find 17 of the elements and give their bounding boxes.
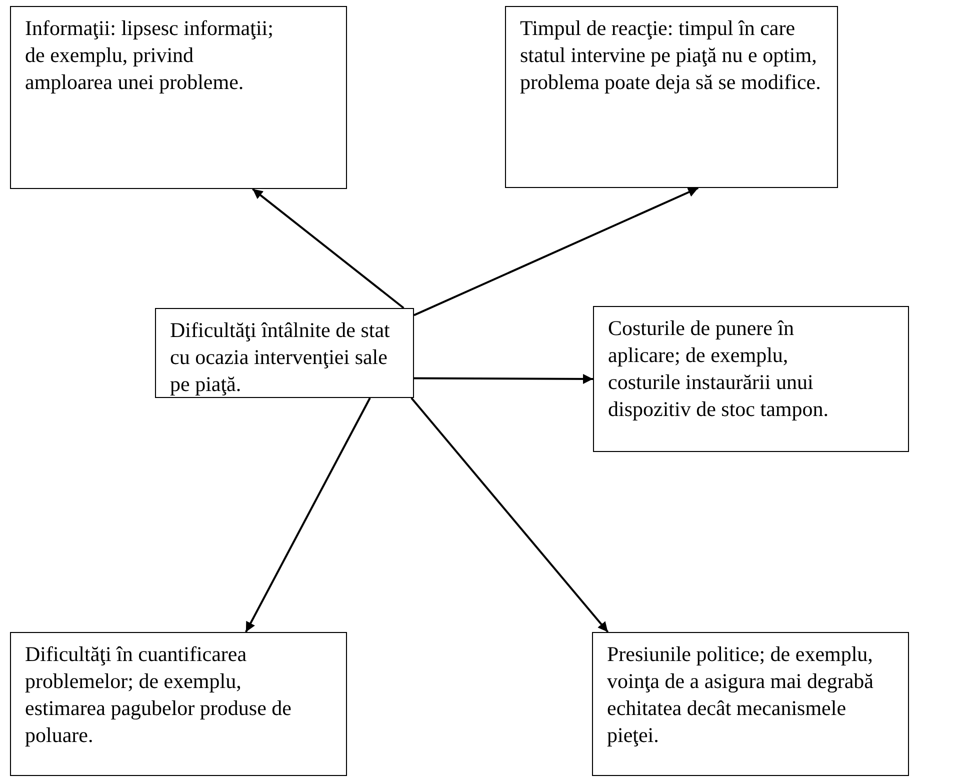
text-box [505,6,838,188]
arrow [252,188,404,309]
arrow [414,187,699,316]
arrow [414,374,593,384]
arrow [245,398,371,632]
text-box [593,306,909,452]
box-text: Costurile de punere în aplicare; de exemplu, costurile instaurării unui dispozitiv de stoc tampon. [608,315,830,423]
box-text: Informaţii: lipsesc informaţii; de exemplu, privind amploarea unei probleme. [25,15,274,96]
text-box [10,632,347,776]
box-text: Dificultăţi întâlnite de stat cu ocazia intervenţiei sale pe piaţă. [170,317,391,398]
box-text: Timpul de reacţie: timpul în care statul intervine pe piaţă nu e optim, problema poate deja să se modifice. [520,15,822,96]
box-text: Presiunile politice; de exemplu, voinţa de a asigura mai degrabă echitatea decât mecanismele pieţei. [607,641,874,749]
arrow [410,397,609,633]
box-text: Dificultăţi în cuantificarea problemelor; de exemplu, estimarea pagubelor produse de poluare. [25,641,292,749]
text-box [155,308,414,398]
text-box [10,6,347,189]
text-box [592,632,909,776]
